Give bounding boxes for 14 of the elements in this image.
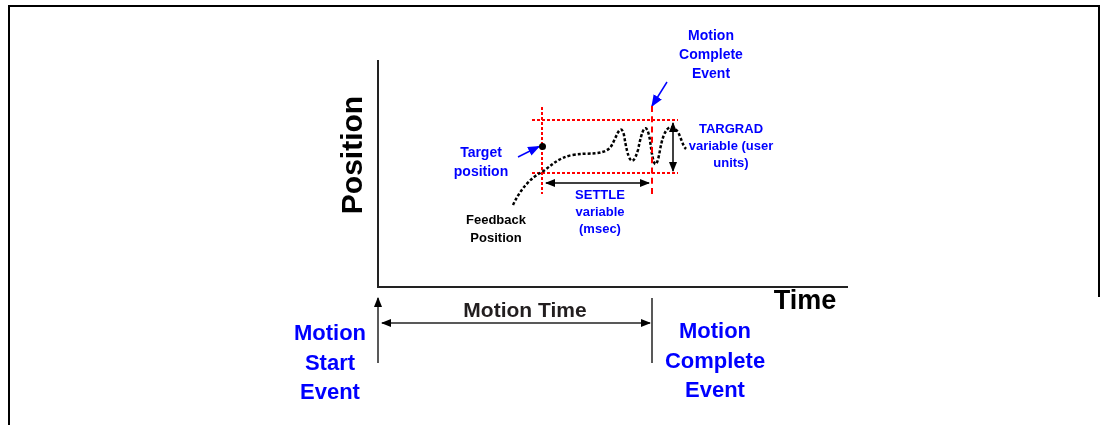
label-text: Motion Start Event (292, 319, 368, 407)
label-text: Time (772, 284, 838, 317)
label-text: Feedback Position (465, 211, 527, 247)
callout-text: Motion Complete Event (665, 26, 757, 83)
label-text: Motion Complete Event (663, 317, 767, 405)
label-text: Motion Time (462, 297, 588, 323)
label-text: TARGRAD variable (user units) (688, 121, 774, 172)
target-point (539, 143, 546, 150)
dimension-line (651, 106, 653, 194)
arrow (517, 145, 541, 158)
axis-title: Position (335, 95, 369, 215)
arrow (651, 81, 668, 107)
label-text: SETTLE variable (msec) (574, 187, 626, 238)
callout-text: Target position (444, 143, 518, 181)
